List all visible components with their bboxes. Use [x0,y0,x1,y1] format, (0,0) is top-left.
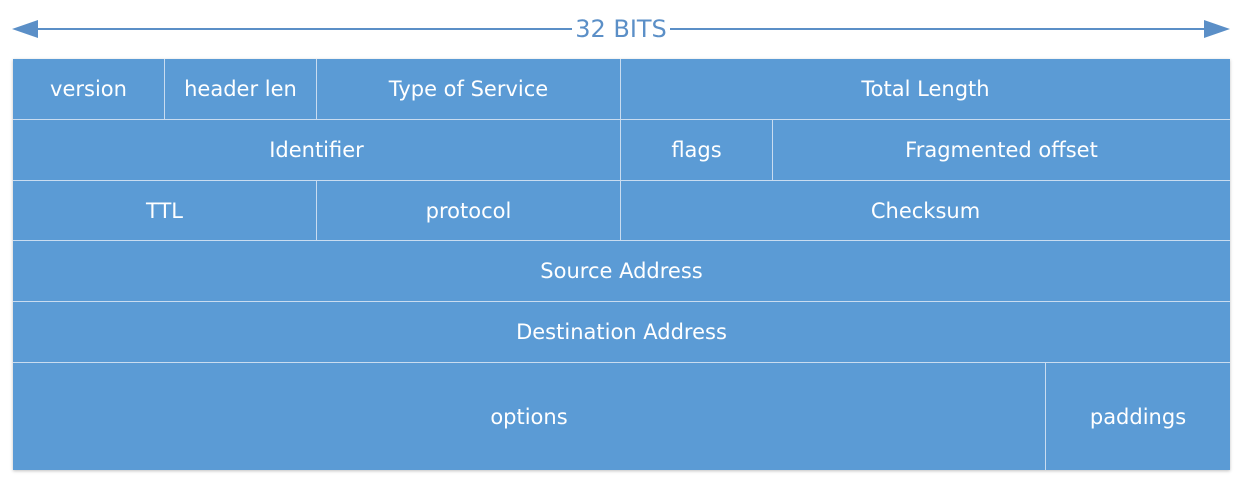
field-header-len-label: header len [184,77,297,101]
bit-width-arrow [12,20,1230,38]
field-total-length-label: Total Length [861,77,990,101]
field-header-len: header len [165,59,317,120]
field-protocol-label: protocol [425,198,512,223]
arrow-right-head-icon [1204,20,1230,38]
field-identifier-label: Identifier [269,138,364,162]
field-protocol: protocol [317,181,621,241]
field-version-label: version [50,77,127,101]
field-type-of-service-label: Type of Service [388,77,549,101]
field-checksum-label: Checksum [870,198,981,223]
field-options: options [13,363,1046,470]
field-destination-address: Destination Address [13,302,1230,363]
field-options-label: options [490,404,568,429]
field-flags-label: flags [671,138,722,162]
field-paddings-label: paddings [1089,404,1187,429]
arrow-left-head-icon [12,20,38,38]
field-version: version [13,59,165,120]
field-checksum: Checksum [621,181,1230,241]
field-flags: flags [621,120,773,181]
field-destination-address-label: Destination Address [516,320,727,344]
field-total-length: Total Length [621,59,1230,120]
field-fragmented-offset: Fragmented offset [773,120,1230,181]
field-ttl-label: TTL [146,198,183,223]
field-paddings: paddings [1046,363,1230,470]
field-identifier: Identifier [13,120,621,181]
field-type-of-service: Type of Service [317,59,621,120]
field-source-address: Source Address [13,241,1230,302]
field-ttl: TTL [13,181,317,241]
field-fragmented-offset-label: Fragmented offset [905,138,1098,162]
field-source-address-label: Source Address [540,259,703,283]
ip-header-diagram: version header len Type of Service Total… [13,59,1230,470]
